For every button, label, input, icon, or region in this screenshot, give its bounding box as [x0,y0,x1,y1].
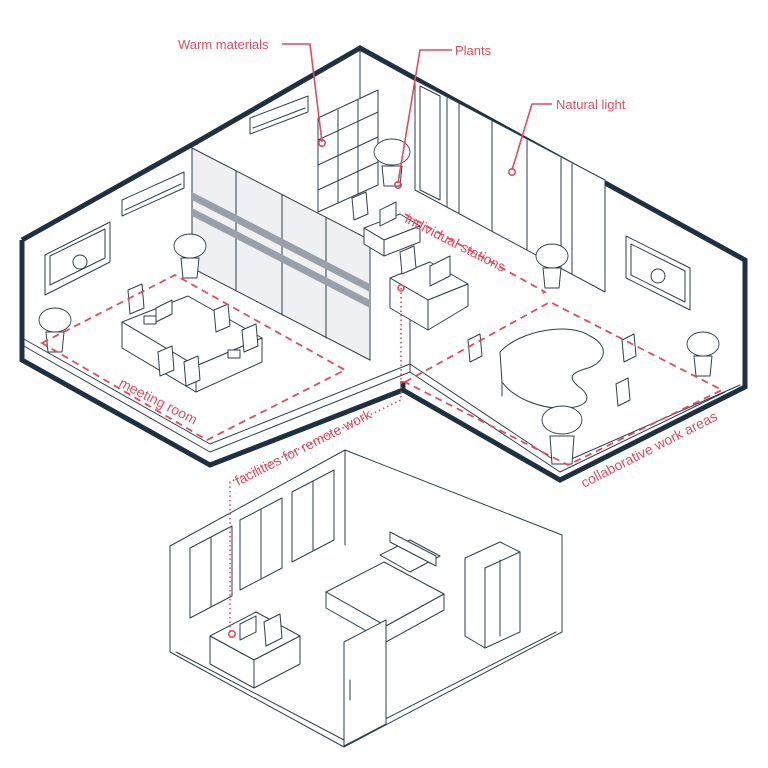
individual-station-desk [363,213,469,331]
callout-warm-materials: Warm materials [178,37,269,52]
glass-partition [191,147,371,361]
callout-leaders [282,43,552,190]
plant-icon [541,405,583,465]
bed-icon [325,539,445,643]
window-wall [414,79,606,293]
chair-icon [351,191,417,275]
bookshelf [317,89,379,213]
collaborative-table [499,328,604,421]
headboard [389,531,437,567]
chair-icon [263,613,283,647]
bedroom-windows [189,469,335,619]
callout-plants: Plants [455,43,492,58]
plant-icon [173,233,207,279]
wardrobe-icon [464,541,521,649]
whiteboard-icon [44,221,111,296]
office-outline [19,45,748,483]
remote-work-leader [228,284,405,638]
bedroom-door [343,619,387,747]
plant-icon [686,331,720,377]
monitor-icon [379,201,451,287]
callout-natural-light: Natural light [556,97,626,112]
zone-boundaries [40,213,725,467]
plant-icon [373,138,411,187]
monitor-icon [239,615,257,641]
air-conditioner-icon [249,95,309,135]
air-conditioner-icon [121,171,185,217]
whiteboard-icon [625,235,691,311]
monitor-icon [155,299,173,323]
plant-icon [535,243,569,289]
chair-icon [127,283,259,387]
